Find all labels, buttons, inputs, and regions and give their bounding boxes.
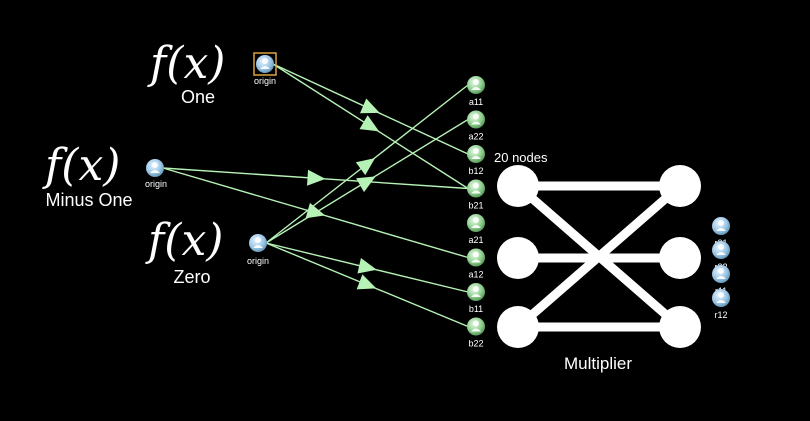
input-port-a12[interactable]: a12 <box>467 248 485 280</box>
input-port-b22[interactable]: b22 <box>467 317 485 349</box>
person-icon[interactable] <box>467 76 485 94</box>
arrow-head <box>359 115 380 132</box>
input-port-b21[interactable]: b21 <box>467 179 485 211</box>
block-node <box>497 306 539 348</box>
input-port-a11[interactable]: a11 <box>467 76 485 107</box>
edge-zero-to-a22[interactable] <box>265 118 469 244</box>
edge-zero-to-b22[interactable] <box>265 242 469 328</box>
output-port-r12[interactable]: r12 <box>712 289 730 320</box>
person-icon[interactable] <box>467 179 485 198</box>
input-ports: a11 a22 b12 b21 a21 a12 b11 b22 <box>467 76 485 349</box>
edge-one-to-b12[interactable] <box>272 63 469 155</box>
arrow-head <box>360 98 380 114</box>
port-label: b22 <box>468 339 483 349</box>
function-symbol: f(x) <box>145 215 223 266</box>
edge-zero-to-a11[interactable] <box>265 84 469 244</box>
person-icon[interactable] <box>146 159 164 177</box>
person-icon[interactable] <box>467 214 485 232</box>
person-icon[interactable] <box>467 110 485 129</box>
person-icon[interactable] <box>467 283 485 301</box>
arrow-head <box>355 158 376 176</box>
function-symbol: f(x) <box>42 140 120 191</box>
port-label: origin <box>145 179 167 189</box>
input-port-a21[interactable]: a21 <box>467 214 485 245</box>
edge-minus-one-to-b21[interactable] <box>162 167 469 190</box>
person-icon[interactable] <box>467 145 485 163</box>
connections-layer <box>162 63 469 328</box>
person-icon[interactable] <box>467 248 485 267</box>
person-icon[interactable] <box>712 217 730 235</box>
source-label: Minus One <box>45 190 132 210</box>
multiplier-block[interactable]: 20 nodes Multiplier <box>494 150 701 373</box>
source-node-minus-one[interactable]: f(x) Minus One origin <box>42 140 167 210</box>
source-node-zero[interactable]: f(x) Zero origin <box>145 215 269 287</box>
port-label: r12 <box>714 310 727 320</box>
port-label: b11 <box>469 304 483 314</box>
arrow-head <box>305 202 326 219</box>
input-port-a22[interactable]: a22 <box>467 110 485 142</box>
arrow-head <box>307 169 326 186</box>
source-label: One <box>181 87 215 107</box>
block-node <box>497 237 539 279</box>
port-label: a21 <box>468 235 483 245</box>
arrow-head <box>356 176 376 193</box>
edge-one-to-b21[interactable] <box>272 63 469 190</box>
input-port-b11[interactable]: b11 <box>467 283 485 314</box>
arrow-head <box>356 274 377 290</box>
port-label: a12 <box>468 270 483 280</box>
source-label: Zero <box>173 267 210 287</box>
port-label: b21 <box>468 201 483 211</box>
block-node <box>659 306 701 348</box>
block-node <box>659 165 701 207</box>
person-icon[interactable] <box>467 317 485 336</box>
input-port-b12[interactable]: b12 <box>467 145 485 176</box>
person-icon[interactable] <box>712 241 730 259</box>
block-edges <box>513 181 685 332</box>
port-label: origin <box>254 76 276 86</box>
port-label: origin <box>247 256 269 266</box>
block-node <box>497 165 539 207</box>
arrow-head <box>357 257 377 274</box>
person-icon[interactable] <box>249 234 267 252</box>
block-node <box>659 237 701 279</box>
person-icon[interactable] <box>712 265 730 283</box>
node-count-label: 20 nodes <box>494 150 548 165</box>
selection-box <box>253 52 277 76</box>
port-label: a11 <box>469 97 483 107</box>
source-node-one[interactable]: f(x) One origin <box>147 38 277 107</box>
output-ports: r21r22r11r12 <box>712 217 730 320</box>
port-label: a22 <box>468 132 483 142</box>
person-icon[interactable] <box>256 55 274 73</box>
function-symbol: f(x) <box>147 38 225 89</box>
person-icon[interactable] <box>712 289 730 307</box>
block-title: Multiplier <box>564 354 632 373</box>
edge-zero-to-b11[interactable] <box>265 242 469 293</box>
port-label: b12 <box>468 166 483 176</box>
